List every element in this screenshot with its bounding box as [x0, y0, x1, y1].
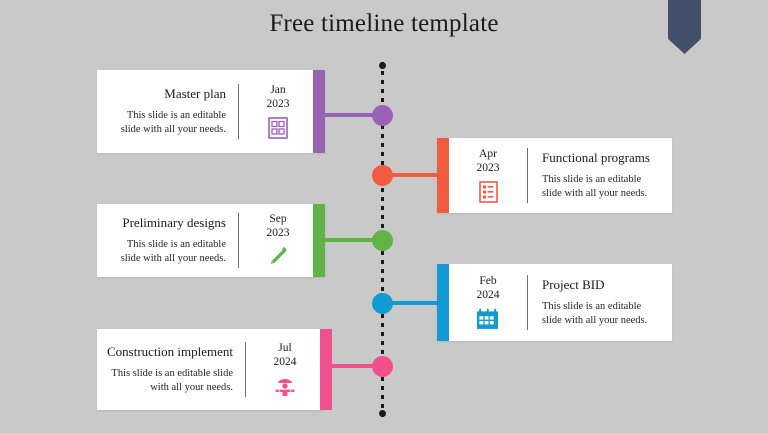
card-year: 2023 [476, 161, 500, 174]
card-accent-bar [313, 70, 325, 153]
card-description: This slide is an editable slide with all… [542, 174, 648, 200]
connector-stem [319, 364, 382, 368]
calendar-icon [459, 308, 517, 330]
timeline-node[interactable] [372, 356, 393, 377]
card-year: 2023 [266, 226, 290, 239]
timeline-node[interactable] [372, 105, 393, 126]
card-month: Jan [270, 83, 286, 96]
card-year: 2023 [266, 97, 290, 110]
page-title: Free timeline template [269, 10, 499, 37]
connector-stem [319, 113, 382, 117]
card-year: 2024 [476, 288, 500, 301]
pencil-icon [249, 246, 307, 268]
checklist-document-icon [459, 181, 517, 203]
connector-stem [319, 238, 382, 242]
timeline-axis-top-cap [379, 62, 386, 69]
connector-stem [382, 301, 443, 305]
card-description: This slide is an editable slide with all… [120, 239, 226, 265]
card-heading: Master plan [164, 86, 226, 102]
timeline-node[interactable] [372, 293, 393, 314]
card-accent-bar [320, 329, 333, 410]
card-description: This slide is an editable slide with all… [111, 368, 234, 394]
construction-worker-icon [256, 375, 314, 397]
connector-stem [382, 173, 443, 177]
timeline-node[interactable] [372, 230, 393, 251]
card-month: Feb [479, 274, 497, 287]
card-description: This slide is an editable slide with all… [542, 301, 648, 327]
card-year: 2024 [273, 355, 297, 368]
card-accent-bar [437, 138, 449, 213]
timeline-node[interactable] [372, 165, 393, 186]
card-accent-bar [437, 264, 449, 341]
card-month: Jul [278, 341, 292, 354]
blueprint-grid-icon [249, 117, 307, 139]
card-description: This slide is an editable slide with all… [120, 110, 226, 136]
card-accent-bar [313, 204, 325, 277]
card-month: Sep [269, 212, 287, 225]
card-heading: Functional programs [542, 150, 650, 166]
card-text-column: Project BID This slide is an editable sli… [528, 277, 662, 328]
timeline-axis-bottom-cap [379, 410, 386, 417]
card-heading: Construction implement [107, 344, 234, 360]
card-month: Apr [479, 147, 497, 160]
card-heading: Preliminary designs [122, 215, 226, 231]
card-heading: Project BID [542, 277, 605, 293]
